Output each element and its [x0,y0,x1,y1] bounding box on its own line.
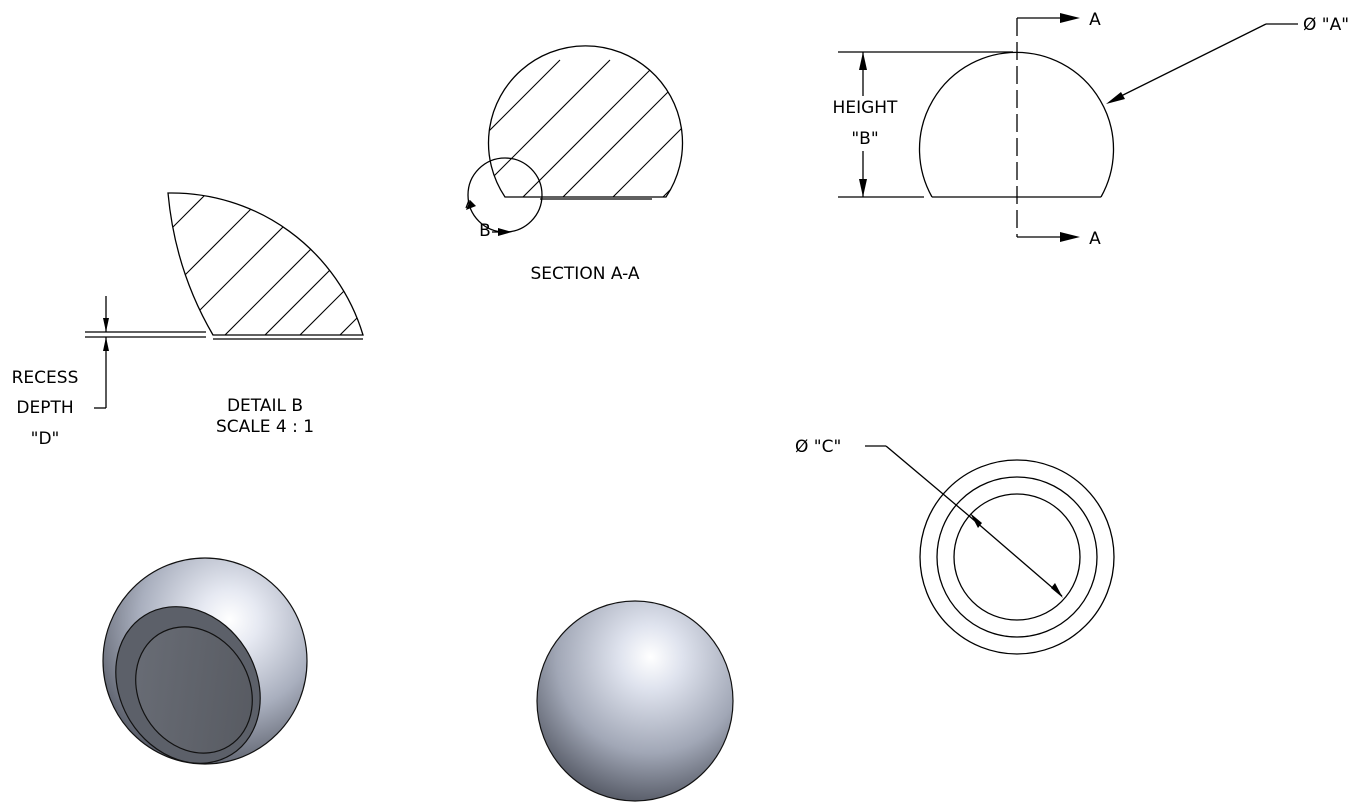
section-hatching [488,45,683,198]
height-label-bg [825,96,905,151]
height-arrow-top [859,52,867,70]
detail-b-arrowhead [498,228,512,236]
detail-b-marker: B [479,221,491,241]
outer-circle [919,459,1115,655]
section-arrow-bottom [1060,232,1080,242]
detail-b-outline [167,192,364,336]
detail-b-title: DETAIL B [227,396,303,416]
iso-dome-body [536,600,734,802]
diameter-c-leader [885,445,969,516]
diameter-a-arrow [1106,92,1125,104]
section-a-a-title: SECTION A-A [531,264,640,284]
detail-b-arrowhead-left [466,200,476,210]
iso-recess-face [135,626,253,754]
section-outline [487,45,684,198]
recess-label-line3: "D" [31,429,60,449]
detail-b-hatching [168,192,363,335]
diameter-a-leader [1112,23,1267,101]
recess-label-line2: DEPTH [16,398,73,418]
recess-arrow-down [103,318,109,332]
diameter-c-arrow-2 [1051,583,1063,598]
isometric-view-recess [102,557,308,765]
section-arrow-top [1060,13,1080,23]
diameter-a-label: Ø "A" [1303,15,1349,35]
section-a-a-view: B SECTION A-A [465,45,684,284]
detail-b-scale: SCALE 4 : 1 [216,417,314,437]
height-label-line2: "B" [851,129,878,149]
diameter-c-line [967,514,1063,597]
recess-label-line1: RECESS [12,368,79,388]
recess-arrow-up [103,337,109,351]
detail-b-callout-tick [465,199,470,209]
section-marker-top: A [1089,10,1101,30]
middle-circle [936,476,1098,638]
detail-b-view: RECESS DEPTH "D" DETAIL B SCALE 4 : 1 [12,192,364,449]
section-marker-bottom: A [1089,229,1101,249]
front-view: A A HEIGHT "B" Ø "A" [825,10,1349,249]
height-arrow-bottom [859,179,867,197]
bottom-view: Ø "C" [795,437,1115,655]
isometric-view-dome [536,600,734,802]
height-label-line1: HEIGHT [833,98,898,118]
diameter-c-label: Ø "C" [795,437,841,457]
recess-circle [953,493,1081,621]
diameter-c-arrow-1 [970,513,982,528]
